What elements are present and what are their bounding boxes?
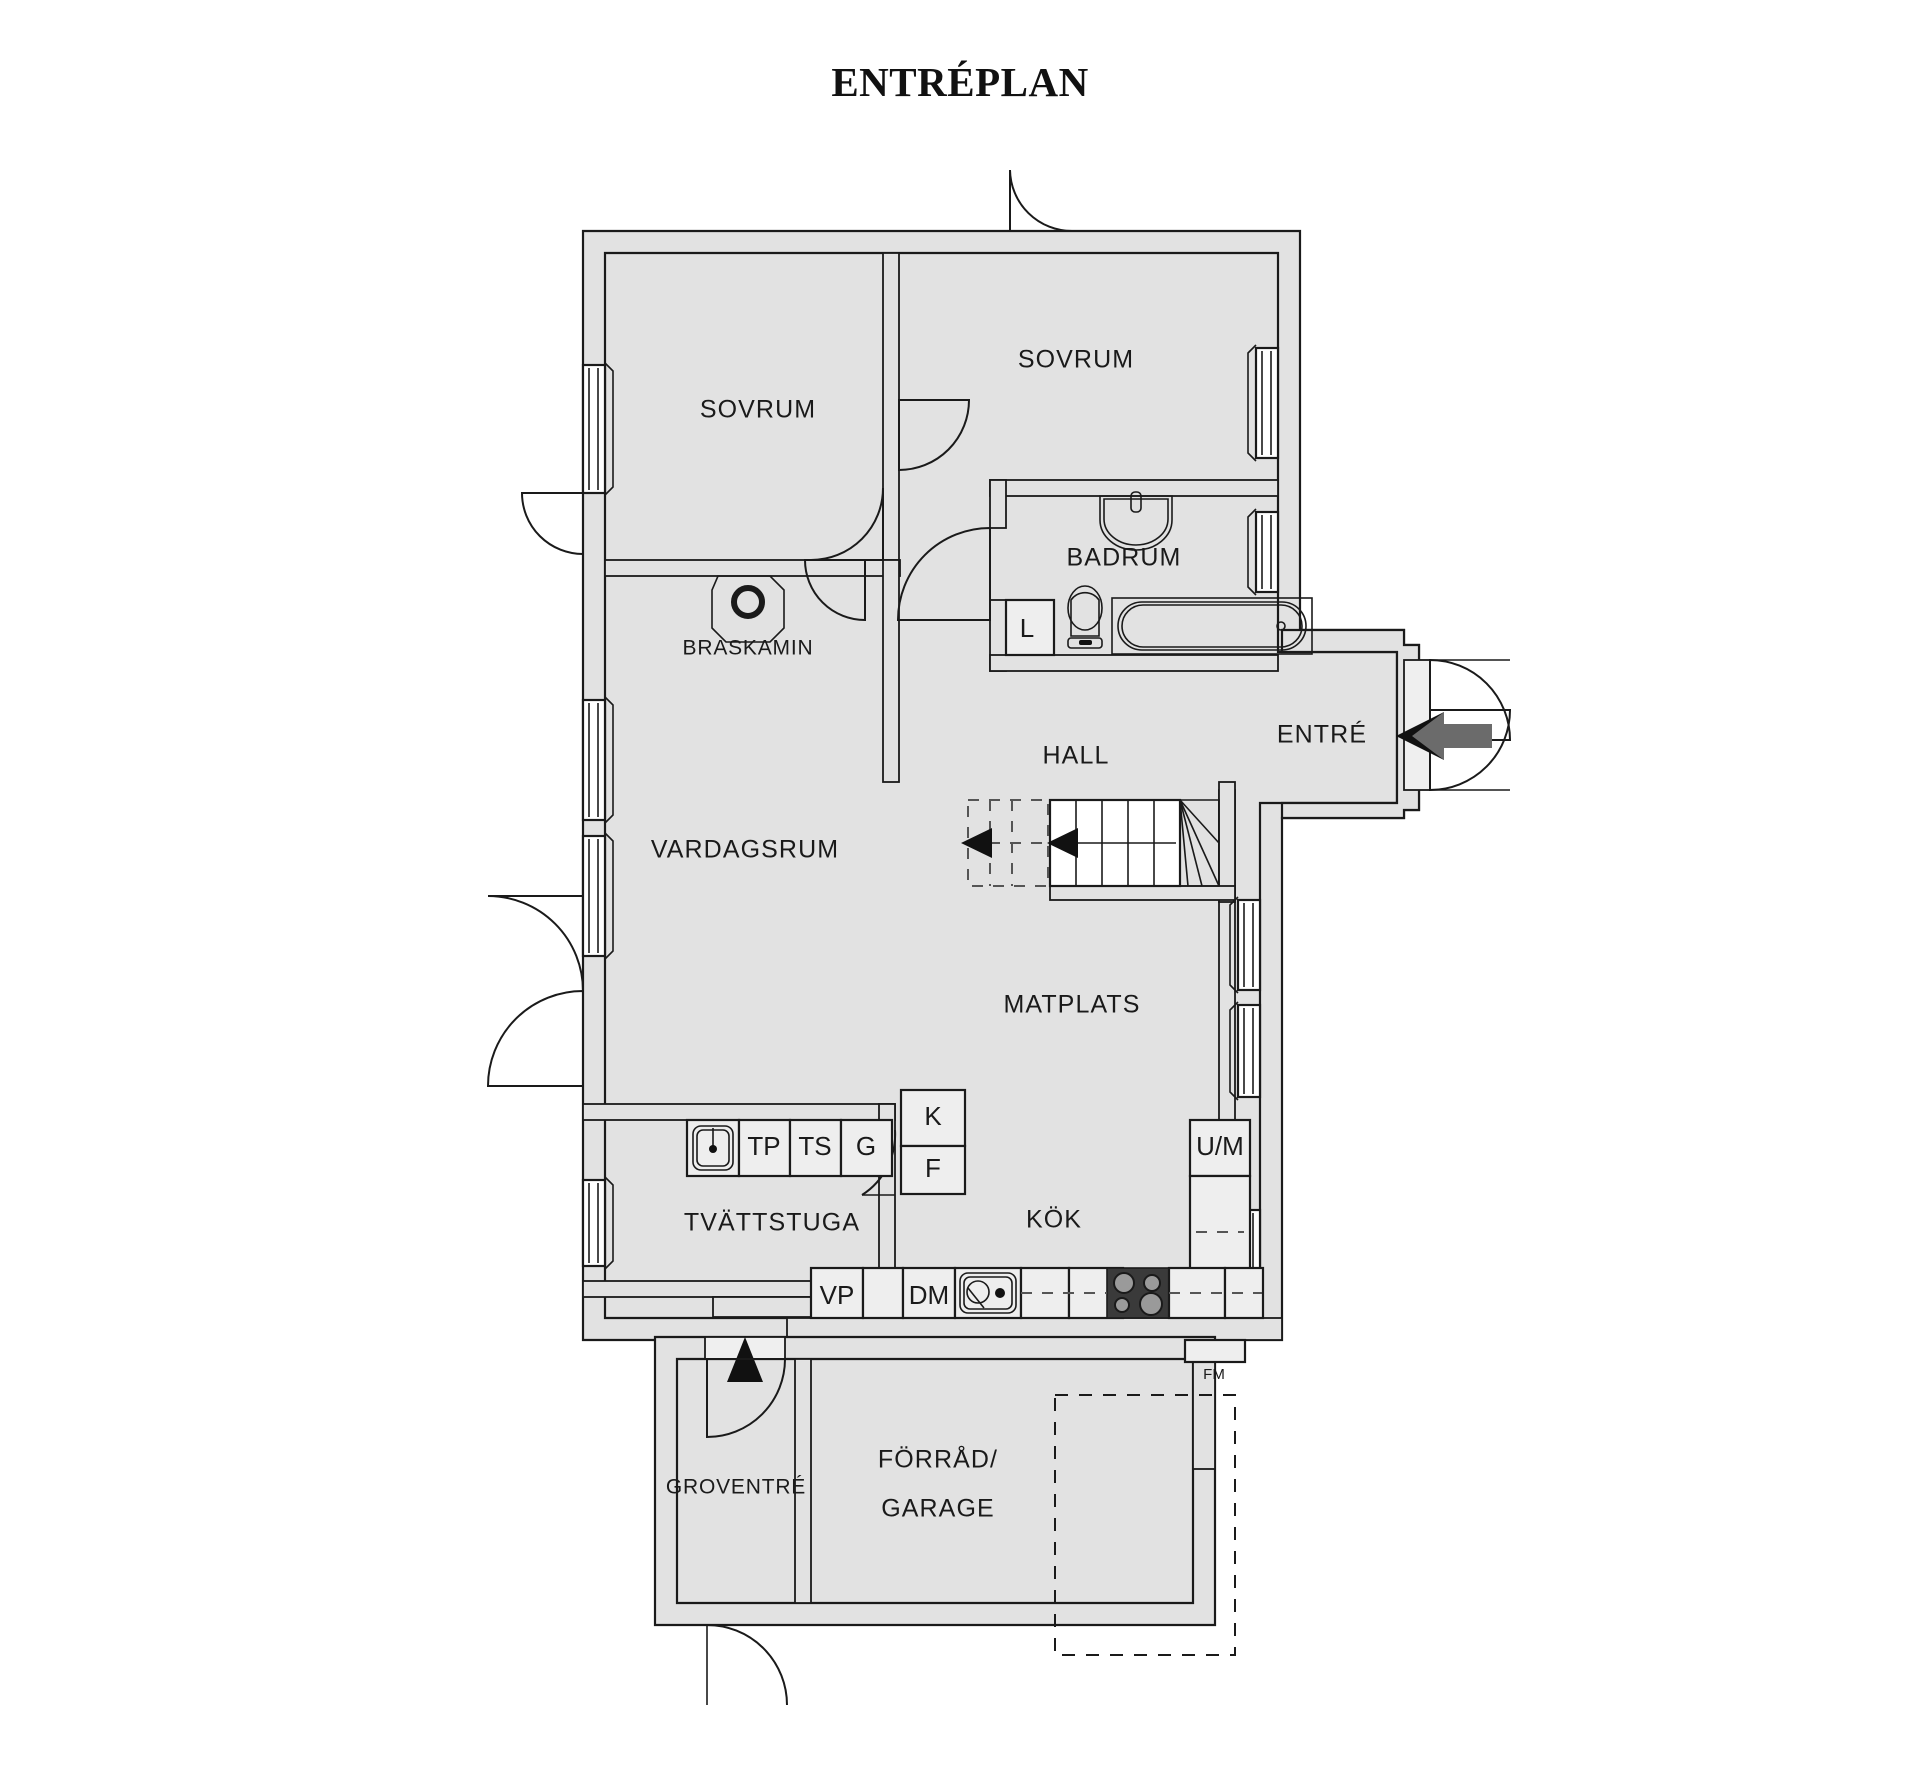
room-label-garage: GARAGE bbox=[881, 1495, 995, 1523]
laundry-appliance-row: TP TS G K F bbox=[685, 1088, 967, 1196]
door-vardagsrum-west-double bbox=[486, 895, 584, 1087]
appliance-label-k: K bbox=[924, 1101, 942, 1131]
stair-opening-dashed bbox=[961, 799, 1049, 887]
annotation-fm: FM bbox=[1203, 1366, 1225, 1383]
door-sovrum1-west bbox=[520, 492, 584, 556]
appliance-label-f: F bbox=[925, 1153, 941, 1183]
room-label-forrad: FÖRRÅD/ bbox=[878, 1444, 998, 1474]
window-vardagsrum-west-lower bbox=[581, 832, 614, 960]
window-matplats-east-upper bbox=[1229, 896, 1262, 994]
fm-meter-box: FM bbox=[1183, 1338, 1247, 1383]
kitchen-counter-row: VP DM bbox=[809, 1266, 1265, 1320]
staircase bbox=[961, 798, 1220, 888]
appliance-label-dm: DM bbox=[909, 1280, 949, 1310]
page-title: ENTRÉPLAN bbox=[831, 59, 1089, 105]
room-label-entre: ENTRÉ bbox=[1277, 720, 1367, 749]
appliance-label-tp: TP bbox=[747, 1131, 780, 1161]
room-label-vardagsrum: VARDAGSRUM bbox=[651, 836, 839, 864]
room-label-hall: HALL bbox=[1043, 742, 1110, 770]
appliance-label-vp: VP bbox=[820, 1280, 855, 1310]
toilet bbox=[1067, 585, 1103, 649]
oven-microwave-column: U/M bbox=[1188, 1118, 1252, 1290]
room-label-tvattstuga: TVÄTTSTUGA bbox=[684, 1209, 860, 1237]
door-badrum bbox=[896, 526, 991, 621]
bathtub bbox=[1111, 597, 1313, 655]
entry-vestibule-walls bbox=[1280, 628, 1421, 820]
door-sovrum2-north bbox=[1009, 169, 1073, 232]
doors bbox=[486, 169, 1512, 1706]
laundry-sink bbox=[685, 1118, 741, 1178]
stove-cooktop bbox=[1106, 1267, 1170, 1319]
window-sovrum1-west bbox=[581, 362, 614, 496]
braskamin-fireplace: BRASKAMIN bbox=[683, 575, 814, 660]
appliance-label-l: L bbox=[1020, 613, 1034, 643]
appliance-label-ts: TS bbox=[798, 1131, 831, 1161]
window-matplats-east-lower bbox=[1229, 1001, 1262, 1101]
room-label-matplats: MATPLATS bbox=[1003, 991, 1140, 1019]
window-tvattstuga-west bbox=[581, 1176, 614, 1270]
door-sovrum2-hall bbox=[898, 399, 971, 472]
room-label-sovrum-2: SOVRUM bbox=[1018, 346, 1134, 374]
door-groventre-north bbox=[704, 1336, 787, 1439]
appliance-label-um: U/M bbox=[1196, 1131, 1244, 1161]
window-badrum-east bbox=[1247, 508, 1280, 596]
garage-block-walls bbox=[653, 1335, 1217, 1627]
cabinet-linen: L bbox=[1004, 598, 1056, 657]
door-sovrum1-interior bbox=[803, 487, 884, 622]
window-sovrum2-east bbox=[1247, 344, 1280, 462]
garage-door-opening bbox=[1054, 1394, 1236, 1656]
badrum-fixtures: L bbox=[1004, 491, 1313, 657]
kitchen-sink bbox=[953, 1266, 1023, 1320]
room-label-sovrum-1: SOVRUM bbox=[700, 396, 816, 424]
room-label-kok: KÖK bbox=[1026, 1206, 1082, 1234]
sink-badrum bbox=[1099, 491, 1173, 551]
door-entre-main bbox=[1396, 658, 1512, 792]
appliance-label-g: G bbox=[856, 1131, 876, 1161]
door-groventre-south bbox=[706, 1624, 788, 1706]
window-vardagsrum-west-upper bbox=[581, 696, 614, 824]
room-label-badrum: BADRUM bbox=[1067, 544, 1182, 572]
interior-walls bbox=[582, 252, 1283, 1341]
room-label-groventre: GROVENTRÉ bbox=[666, 1476, 806, 1499]
annotation-braskamin: BRASKAMIN bbox=[683, 637, 814, 660]
room-labels: SOVRUM SOVRUM BADRUM ENTRÉ HALL VARDAGSR… bbox=[651, 346, 1367, 1523]
